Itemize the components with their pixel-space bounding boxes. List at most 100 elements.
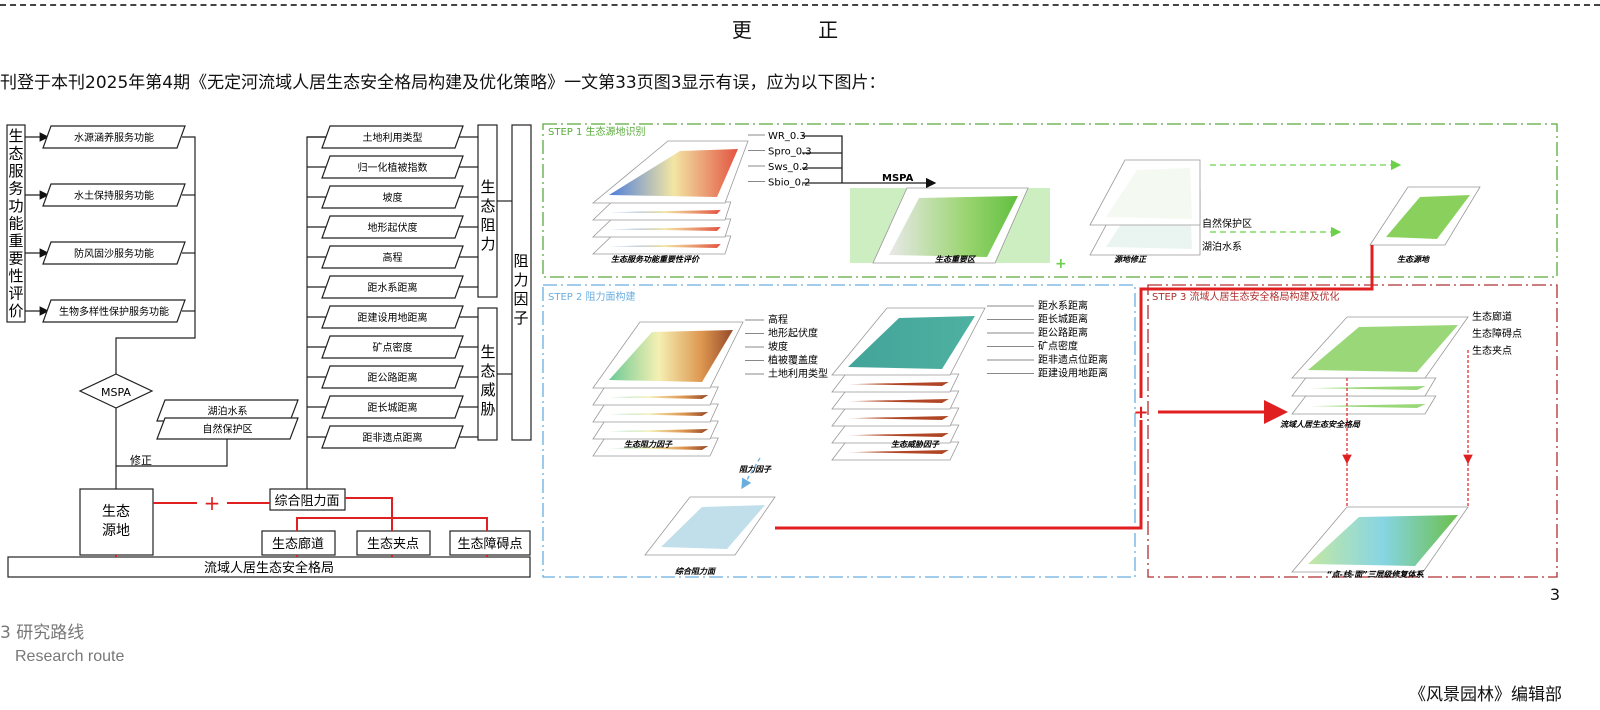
threat-factor-label: 距建设用地距离 (1038, 367, 1108, 380)
step1-plus: + (1055, 256, 1067, 272)
resistance-factor-map-sublayer (609, 412, 709, 416)
final-pattern-label: 流域人居生态安全格局 (204, 560, 334, 576)
security-pattern-map-sublayer (1308, 386, 1426, 390)
factor-item-box (321, 335, 464, 359)
blue-dashed-arrow (741, 457, 761, 490)
threat-factor-label: 距长城距离 (1038, 313, 1088, 326)
service-item-box (42, 241, 186, 265)
correction-layer-label: 湖泊水系 (1202, 241, 1242, 253)
step1-frame (542, 123, 1558, 278)
threat-group-char: 威 (480, 381, 495, 399)
mspa-label: MSPA (882, 173, 914, 184)
resistance-group-char: 力 (480, 235, 495, 253)
resistance-group-char: 阻 (480, 216, 495, 234)
factor-item-box (321, 215, 464, 239)
eval-label-char: 态 (8, 145, 23, 163)
factor-item: 距非遗点距离 (363, 431, 423, 444)
nature-reserve-map (1106, 168, 1192, 219)
resistance-group-char: 生 (480, 178, 495, 196)
eval-label-char: 性 (8, 267, 23, 285)
eval-label-char: 价 (8, 302, 23, 320)
step1-title: STEP 1 生态源地识别 (548, 125, 646, 138)
resistance-factor-map-sublayer (609, 395, 709, 399)
figure-number: 3 (1549, 585, 1560, 604)
repair-system-map (1308, 515, 1458, 566)
resistance-factor-label: 植被覆盖度 (768, 354, 818, 367)
threat-factor-label: 距非遗点位距离 (1038, 353, 1108, 366)
eval-label-char: 重 (8, 232, 23, 250)
output-pinch-point: 生态夹点 (367, 537, 419, 552)
source-label-2: 源地 (102, 523, 130, 539)
service-item: 水源涵养服务功能 (74, 131, 154, 144)
weight-connectors (802, 135, 937, 189)
red-connectors (115, 497, 488, 557)
resistance-factor-map-top (609, 330, 733, 382)
threat-factor-map-sublayer (848, 399, 949, 403)
weight-label: Sbio_0.2 (768, 178, 811, 189)
plus-sign: + (204, 491, 221, 515)
map-caption: 生态服务功能重要性评价 (611, 255, 701, 264)
service-evaluation-map-sublayer (609, 227, 721, 231)
weight-label: Sws_0.2 (768, 162, 809, 173)
ecological-source-map (1386, 195, 1470, 239)
factor-group-char: 力 (513, 271, 528, 289)
weight-label: WR_0.3 (768, 131, 806, 142)
step3-plus: + (1133, 402, 1148, 423)
correction-label: 修正 (130, 453, 152, 467)
output-barrier-point: 生态障碍点 (457, 537, 522, 552)
pattern-layer-label: 生态障碍点 (1472, 327, 1522, 340)
factor-group-char: 子 (513, 309, 528, 327)
correction-input: 自然保护区 (203, 423, 253, 436)
factor-item-box (321, 365, 464, 389)
factor-item: 距长城距离 (368, 401, 418, 414)
resistance-factor-map-sublayer (609, 446, 709, 450)
security-pattern-map-top (1308, 325, 1458, 372)
map-layers (591, 140, 1481, 573)
eval-label-char: 务 (8, 180, 23, 198)
resistance-group-char: 态 (480, 197, 495, 215)
composite-resistance-map (661, 505, 765, 549)
factor-boxes: 土地利用类型归一化植被指数坡度地形起伏度高程距水系距离距建设用地距离矿点密度距公… (307, 125, 478, 449)
factor-item-box (321, 305, 464, 329)
composite-resistance-label: 综合阻力面 (274, 494, 339, 509)
factor-item: 土地利用类型 (363, 131, 423, 144)
factor-item: 坡度 (383, 191, 403, 204)
threat-factor-label: 距公路距离 (1038, 326, 1088, 339)
service-item-box (42, 125, 186, 149)
factor-item: 距建设用地距离 (358, 311, 428, 324)
map-caption: 源地修正 (1114, 255, 1148, 264)
threat-factor-map-sublayer (848, 433, 949, 437)
factor-item-box (321, 155, 464, 179)
threat-factor-map-sublayer (848, 382, 949, 386)
map-caption: 生态重要区 (935, 255, 977, 264)
factor-item: 地形起伏度 (368, 221, 418, 234)
threat-factor-label: 矿点密度 (1038, 340, 1078, 353)
eval-label-char: 能 (8, 215, 23, 233)
step2-frame (542, 284, 1136, 578)
map-caption: 生态威胁因子 (891, 440, 940, 449)
resistance-factor-label: 高程 (768, 313, 788, 326)
green-dashed-arrows (1210, 159, 1402, 238)
map-caption: 综合阻力面 (675, 567, 717, 576)
eval-label-char: 要 (8, 250, 23, 268)
threat-factor-map-sublayer (848, 450, 949, 454)
factor-item-box (321, 245, 464, 269)
flow-connectors (6, 124, 532, 578)
factor-item-box (321, 425, 464, 449)
security-pattern-map-sublayer (1308, 404, 1426, 408)
resistance-factor-label: 地形起伏度 (768, 327, 818, 340)
page-title: 更 正 (731, 18, 869, 42)
service-item-box (42, 183, 186, 207)
service-evaluation-map-top (609, 149, 738, 197)
output-corridor: 生态廊道 (272, 536, 324, 552)
editorial-credit: 《风景园林》编辑部 (1409, 685, 1562, 705)
weight-label: Spro_0.3 (768, 147, 812, 158)
red-dashed-arrows (1342, 350, 1473, 507)
factor-item: 距水系距离 (368, 281, 418, 294)
threat-factor-map-top (848, 316, 975, 369)
map-caption: 流域人居生态安全格局 (1280, 419, 1361, 429)
source-label-1: 生态 (102, 504, 130, 520)
